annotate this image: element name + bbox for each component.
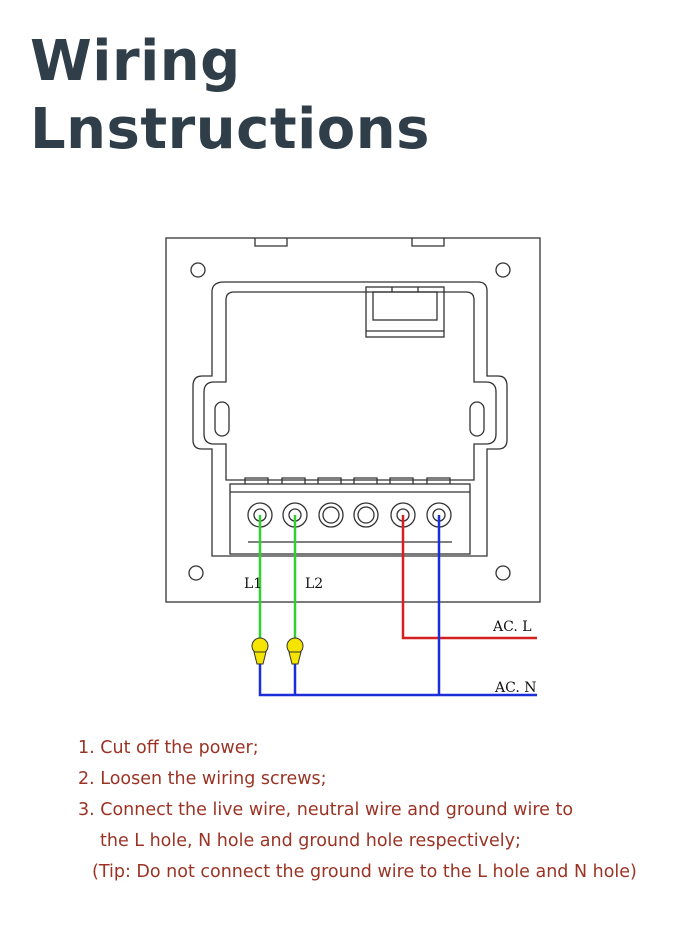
page-title: Wiring Lnstructions: [30, 28, 430, 164]
terminal-label-l2: L2: [305, 576, 323, 592]
live-line-label: AC. L: [492, 619, 532, 635]
instruction-step-1: 1. Cut off the power;: [78, 738, 259, 758]
instruction-step-3: 3. Connect the live wire, neutral wire a…: [78, 800, 574, 820]
instruction-step-3-continued: the L hole, N hole and ground hole respe…: [100, 831, 521, 851]
screw-3: [318, 502, 344, 528]
mounting-hole-top-left: [190, 262, 206, 278]
switch-plate-outline: [165, 237, 541, 603]
crimp-connector-l1: [251, 637, 269, 665]
title-line-1: Wiring: [30, 29, 241, 94]
title-line-2: Lnstructions: [30, 97, 430, 162]
mounting-hole-bottom-left: [188, 565, 204, 581]
crimp-connector-l2: [286, 637, 304, 665]
side-slot-right: [469, 401, 485, 437]
screw-4: [353, 502, 379, 528]
instruction-tip: (Tip: Do not connect the ground wire to …: [92, 862, 637, 882]
mounting-hole-bottom-right: [495, 565, 511, 581]
terminal-screws: [247, 502, 452, 528]
mounting-hole-top-right: [495, 262, 511, 278]
inner-frame-inset: [203, 291, 497, 481]
terminal-label-l1: L1: [244, 576, 262, 592]
top-tab-left: [254, 238, 288, 247]
wires: [258, 515, 537, 697]
switch-body: [165, 237, 541, 603]
inner-frame-outline: [192, 281, 508, 557]
relay-module: [365, 286, 445, 338]
side-slot-left: [214, 401, 230, 437]
top-tab-right: [411, 238, 445, 247]
neutral-line-label: AC. N: [494, 680, 536, 696]
live-wire: [401, 515, 537, 640]
terminal-block: [229, 477, 471, 555]
neutral-wire: [258, 515, 537, 697]
instruction-step-2: 2. Loosen the wiring screws;: [78, 769, 327, 789]
instructions-list: 1. Cut off the power; 2. Loosen the wiri…: [78, 733, 688, 888]
